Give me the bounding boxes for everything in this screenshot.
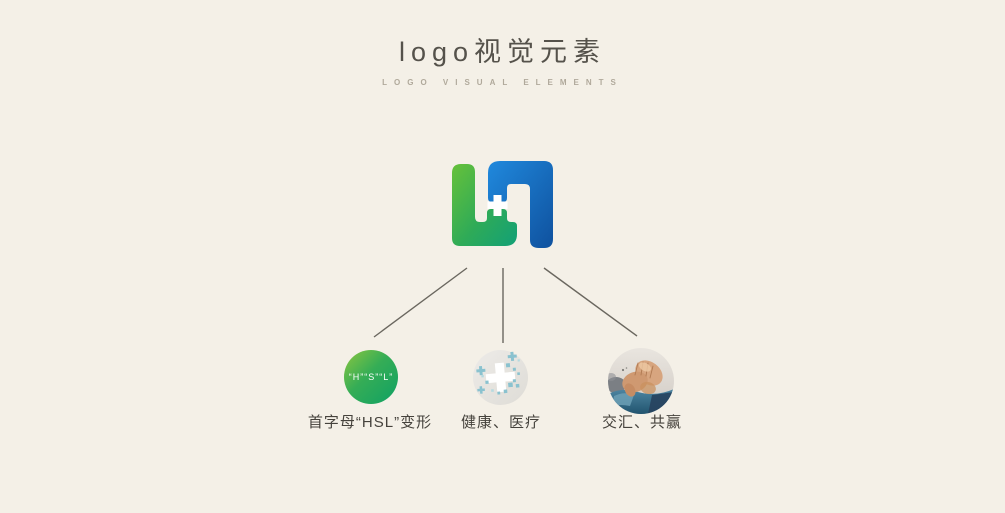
connector-line-left (373, 267, 468, 338)
element-label-medical: 健康、医疗 (460, 414, 541, 431)
brand-logo (451, 159, 554, 249)
medical-circle (473, 350, 528, 405)
header: logo视觉元素 LOGO VISUAL ELEMENTS (0, 30, 1005, 87)
hsl-badge-circle: “H”“S”“L” (344, 350, 398, 404)
handshake-circle (608, 348, 674, 414)
clasped-hands-photo (608, 348, 674, 414)
logo-green-shape (452, 164, 517, 246)
page-subtitle: LOGO VISUAL ELEMENTS (382, 78, 623, 87)
page-title: logo视觉元素 (398, 37, 607, 67)
logo-plus-icon (487, 195, 508, 216)
logo-blue-shape (488, 161, 553, 248)
logo-mark (452, 161, 553, 248)
element-label-winwin: 交汇、共赢 (601, 414, 682, 431)
medical-cross-icon (473, 350, 528, 405)
hsl-badge-text: “H”“S”“L” (348, 372, 394, 382)
element-label-hsl: 首字母“HSL”变形 (307, 414, 433, 431)
connector-line-right (543, 267, 638, 337)
